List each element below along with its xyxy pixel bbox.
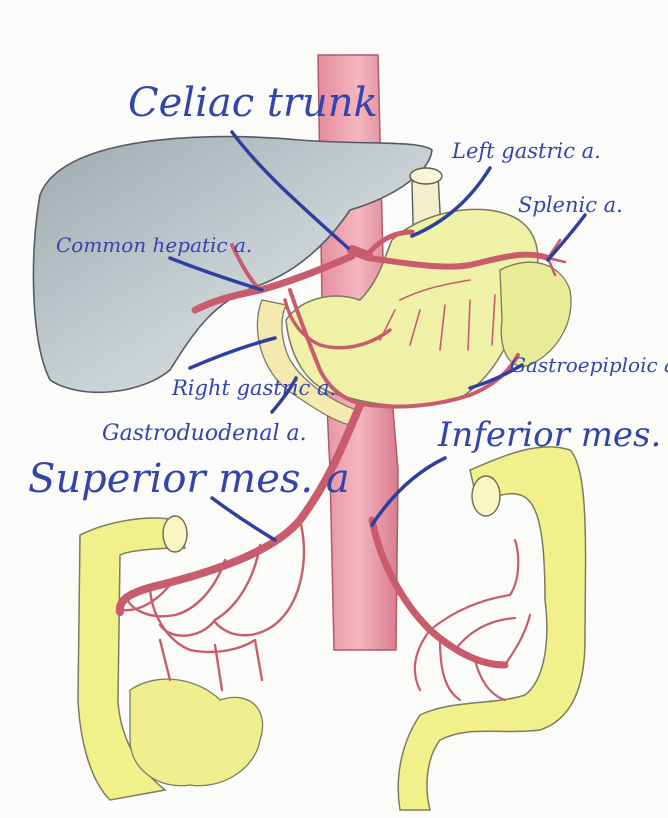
label-right-gastric: Right gastric a. [171,376,336,400]
label-superior-mes: Superior mes. a [28,456,350,502]
colon-cut-end-right [472,476,500,516]
label-inferior-mes: Inferior mes. a. [437,415,668,455]
label-left-gastric: Left gastric a. [451,139,601,163]
label-celiac-trunk: Celiac trunk [128,80,378,126]
esophagus-opening [410,168,442,184]
label-common-hepatic: Common hepatic a. [56,233,252,257]
label-splenic: Splenic a. [518,193,623,217]
label-gastroepiploic: Gastroepiploic a. [510,353,668,377]
colon-cut-end-left [163,516,187,552]
label-gastroduodenal: Gastroduodenal a. [102,421,307,446]
